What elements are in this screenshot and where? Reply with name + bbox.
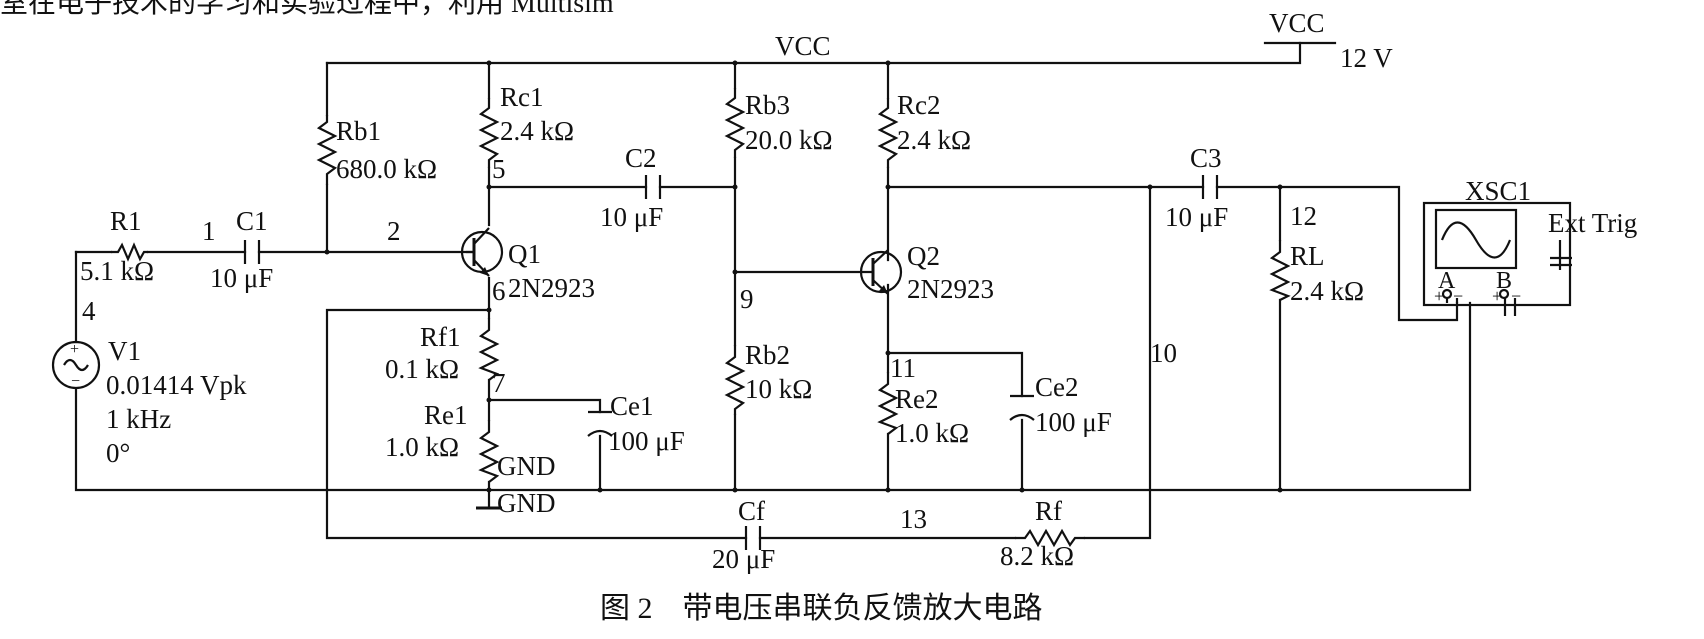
ce1-name: Ce1	[610, 391, 654, 421]
c3-name: C3	[1190, 143, 1222, 173]
ce2-capacitor	[1009, 394, 1035, 421]
ce2-name: Ce2	[1035, 372, 1079, 402]
node-10: 10	[1150, 338, 1177, 368]
rb1-value: 680.0 kΩ	[336, 154, 437, 184]
vcc-value: 12 V	[1340, 43, 1393, 73]
r1-resistor	[111, 242, 148, 262]
re2-resistor	[877, 372, 899, 435]
re1-resistor	[478, 420, 500, 483]
v1-amplitude: 0.01414 Vpk	[106, 370, 247, 400]
rc2-resistor	[877, 98, 899, 168]
scope-name: XSC1	[1465, 176, 1531, 206]
q2-name: Q2	[907, 241, 940, 271]
junctions	[324, 60, 1283, 493]
re2-value: 1.0 kΩ	[895, 418, 969, 448]
node-7: 7	[492, 368, 506, 398]
cf-name: Cf	[738, 496, 765, 526]
q1-model: 2N2923	[508, 273, 595, 303]
rf-name: Rf	[1035, 496, 1062, 526]
q2-transistor	[859, 249, 903, 295]
c2-value: 10 μF	[600, 202, 663, 232]
svg-text:−: −	[1511, 286, 1521, 306]
figure-caption: 图 2 带电压串联负反馈放大电路	[600, 592, 1043, 625]
c2-name: C2	[625, 143, 657, 173]
top-text: 室在电子技术的学习和实验过程中，利用 Multisim	[0, 0, 614, 19]
node-12: 12	[1290, 201, 1317, 231]
c1-value: 10 μF	[210, 263, 273, 293]
rb2-resistor	[724, 345, 746, 415]
rb2-name: Rb2	[745, 340, 790, 370]
node-9: 9	[740, 284, 754, 314]
svg-text:−: −	[71, 373, 80, 390]
scope-ext-trig: Ext Trig	[1548, 208, 1637, 238]
rf1-resistor	[478, 318, 500, 381]
node-11: 11	[890, 353, 916, 383]
q1-name: Q1	[508, 239, 541, 269]
rc1-resistor	[478, 98, 500, 168]
scope-ch-a: A	[1438, 268, 1456, 294]
rf-value: 8.2 kΩ	[1000, 541, 1074, 571]
re2-name: Re2	[895, 384, 939, 414]
ce1-capacitor	[587, 410, 613, 437]
rl-name: RL	[1290, 241, 1325, 271]
q1-transistor	[460, 227, 504, 277]
node-4: 4	[82, 296, 96, 326]
rc1-name: Rc1	[500, 82, 544, 112]
cf-capacitor	[744, 526, 762, 550]
wires	[74, 41, 1472, 540]
rl-value: 2.4 kΩ	[1290, 276, 1364, 306]
rb3-value: 20.0 kΩ	[745, 125, 833, 155]
v1-phase: 0°	[106, 438, 130, 468]
svg-text:+: +	[1434, 286, 1444, 306]
rl-resistor	[1269, 240, 1291, 301]
svg-text:+: +	[1492, 286, 1502, 306]
c1-name: C1	[236, 206, 268, 236]
re1-value: 1.0 kΩ	[385, 432, 459, 462]
vcc-label: VCC	[1269, 8, 1325, 38]
rb1-name: Rb1	[336, 116, 381, 146]
re1-name: Re1	[424, 400, 468, 430]
ce1-value: 100 μF	[608, 426, 685, 456]
svg-text:−: −	[1453, 286, 1463, 306]
rf-resistor	[1015, 528, 1085, 548]
node-13: 13	[900, 504, 927, 534]
scope-ch-b: B	[1496, 268, 1512, 294]
node-1: 1	[202, 216, 216, 246]
labels: VCC 12 V VCC R1 5.1 kΩ C1 10 μF V1 0.014…	[80, 8, 1637, 574]
v1-source: + −	[51, 340, 101, 390]
ce2-value: 100 μF	[1035, 407, 1112, 437]
vcc-bus-label: VCC	[775, 31, 831, 61]
rb3-resistor	[724, 88, 746, 158]
rb2-value: 10 kΩ	[745, 374, 812, 404]
c1-capacitor	[243, 240, 261, 264]
svg-text:+: +	[70, 341, 79, 358]
r1-name: R1	[110, 206, 142, 236]
c3-value: 10 μF	[1165, 202, 1228, 232]
c3-capacitor	[1201, 175, 1219, 199]
cf-value: 20 μF	[712, 544, 775, 574]
rf1-name: Rf1	[420, 322, 461, 352]
v1-name: V1	[108, 336, 141, 366]
gnd-label-1: GND	[497, 451, 556, 481]
rb1-resistor	[316, 115, 338, 185]
rc1-value: 2.4 kΩ	[500, 116, 574, 146]
node-2: 2	[387, 216, 401, 246]
node-6: 6	[492, 276, 506, 306]
r1-value: 5.1 kΩ	[80, 256, 154, 286]
q2-model: 2N2923	[907, 274, 994, 304]
rc2-name: Rc2	[897, 90, 941, 120]
node-5: 5	[492, 154, 506, 184]
v1-freq: 1 kHz	[106, 404, 171, 434]
gnd-label-2: GND	[497, 488, 556, 518]
c2-capacitor	[644, 175, 662, 199]
rf1-value: 0.1 kΩ	[385, 354, 459, 384]
rc2-value: 2.4 kΩ	[897, 125, 971, 155]
rb3-name: Rb3	[745, 90, 790, 120]
scope-xsc1: + − + −	[1422, 201, 1572, 316]
